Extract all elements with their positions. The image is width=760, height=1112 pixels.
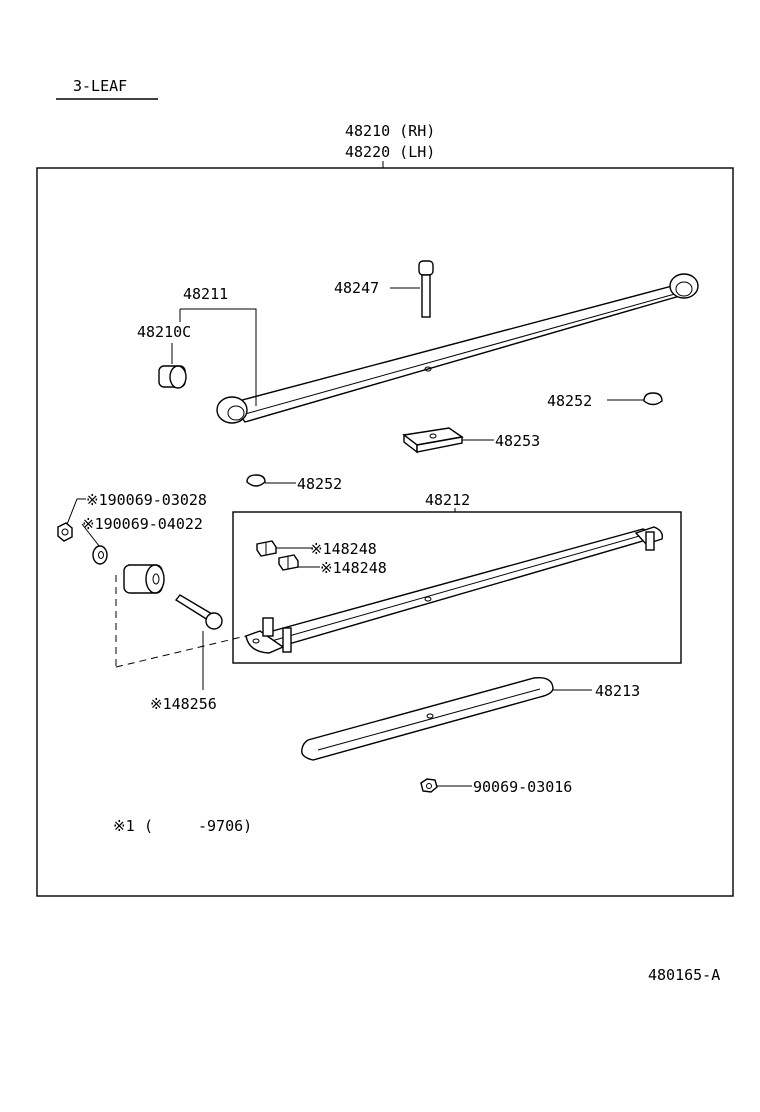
nut-left-label: ※190069-03028 bbox=[86, 491, 207, 509]
main-leaf-icon bbox=[216, 273, 699, 424]
main-leaf-leader bbox=[180, 308, 257, 406]
third-leaf-label: 48213 bbox=[595, 682, 640, 700]
bumper-left-icon bbox=[246, 474, 266, 487]
center-nut-icon bbox=[420, 778, 438, 793]
bumper-icon bbox=[643, 392, 663, 406]
clip-lower-icon bbox=[278, 554, 299, 571]
bushing-label: 48210C bbox=[137, 323, 191, 341]
note-open: ( bbox=[144, 817, 153, 835]
center-bolt-icon bbox=[418, 260, 434, 318]
bumper-right-label: 48252 bbox=[547, 392, 592, 410]
main-leaf-label: 48211 bbox=[183, 285, 228, 303]
center-nut-label: 90069-03016 bbox=[473, 778, 572, 796]
bushing-icon bbox=[158, 365, 187, 389]
diagram-title: 3-LEAF bbox=[73, 77, 127, 95]
assembly-label-lh: 48220 (LH) bbox=[345, 143, 435, 161]
clip-icon bbox=[256, 540, 277, 557]
washer-icon bbox=[92, 545, 108, 565]
note-range: -9706) bbox=[198, 817, 252, 835]
assembly-label-rh: 48210 (RH) bbox=[345, 122, 435, 140]
bumper-left-label: 48252 bbox=[297, 475, 342, 493]
assembly-frame bbox=[36, 167, 734, 897]
second-leaf-icon bbox=[245, 526, 664, 654]
bolt-icon bbox=[174, 594, 223, 630]
center-bolt-label: 48247 bbox=[334, 279, 379, 297]
washer-left-label: ※190069-04022 bbox=[82, 515, 203, 533]
spacer-plate-label: 48253 bbox=[495, 432, 540, 450]
second-leaf-label: 48212 bbox=[425, 491, 470, 509]
clip-bolt-label: ※148256 bbox=[150, 695, 217, 713]
second-leaf-frame bbox=[232, 511, 682, 664]
nut-icon bbox=[57, 522, 73, 542]
nut-left-leader bbox=[65, 498, 86, 528]
note-symbol: ※1 bbox=[113, 817, 135, 835]
figure-id: 480165-A bbox=[648, 966, 720, 984]
dashed-line-horizontal bbox=[115, 635, 247, 668]
shackle-bushing-icon bbox=[123, 564, 165, 594]
clip-upper-label: ※148248 bbox=[310, 540, 377, 558]
clip-lower-label: ※148248 bbox=[320, 559, 387, 577]
third-leaf-icon bbox=[301, 677, 554, 761]
spacer-plate-icon bbox=[402, 427, 464, 454]
